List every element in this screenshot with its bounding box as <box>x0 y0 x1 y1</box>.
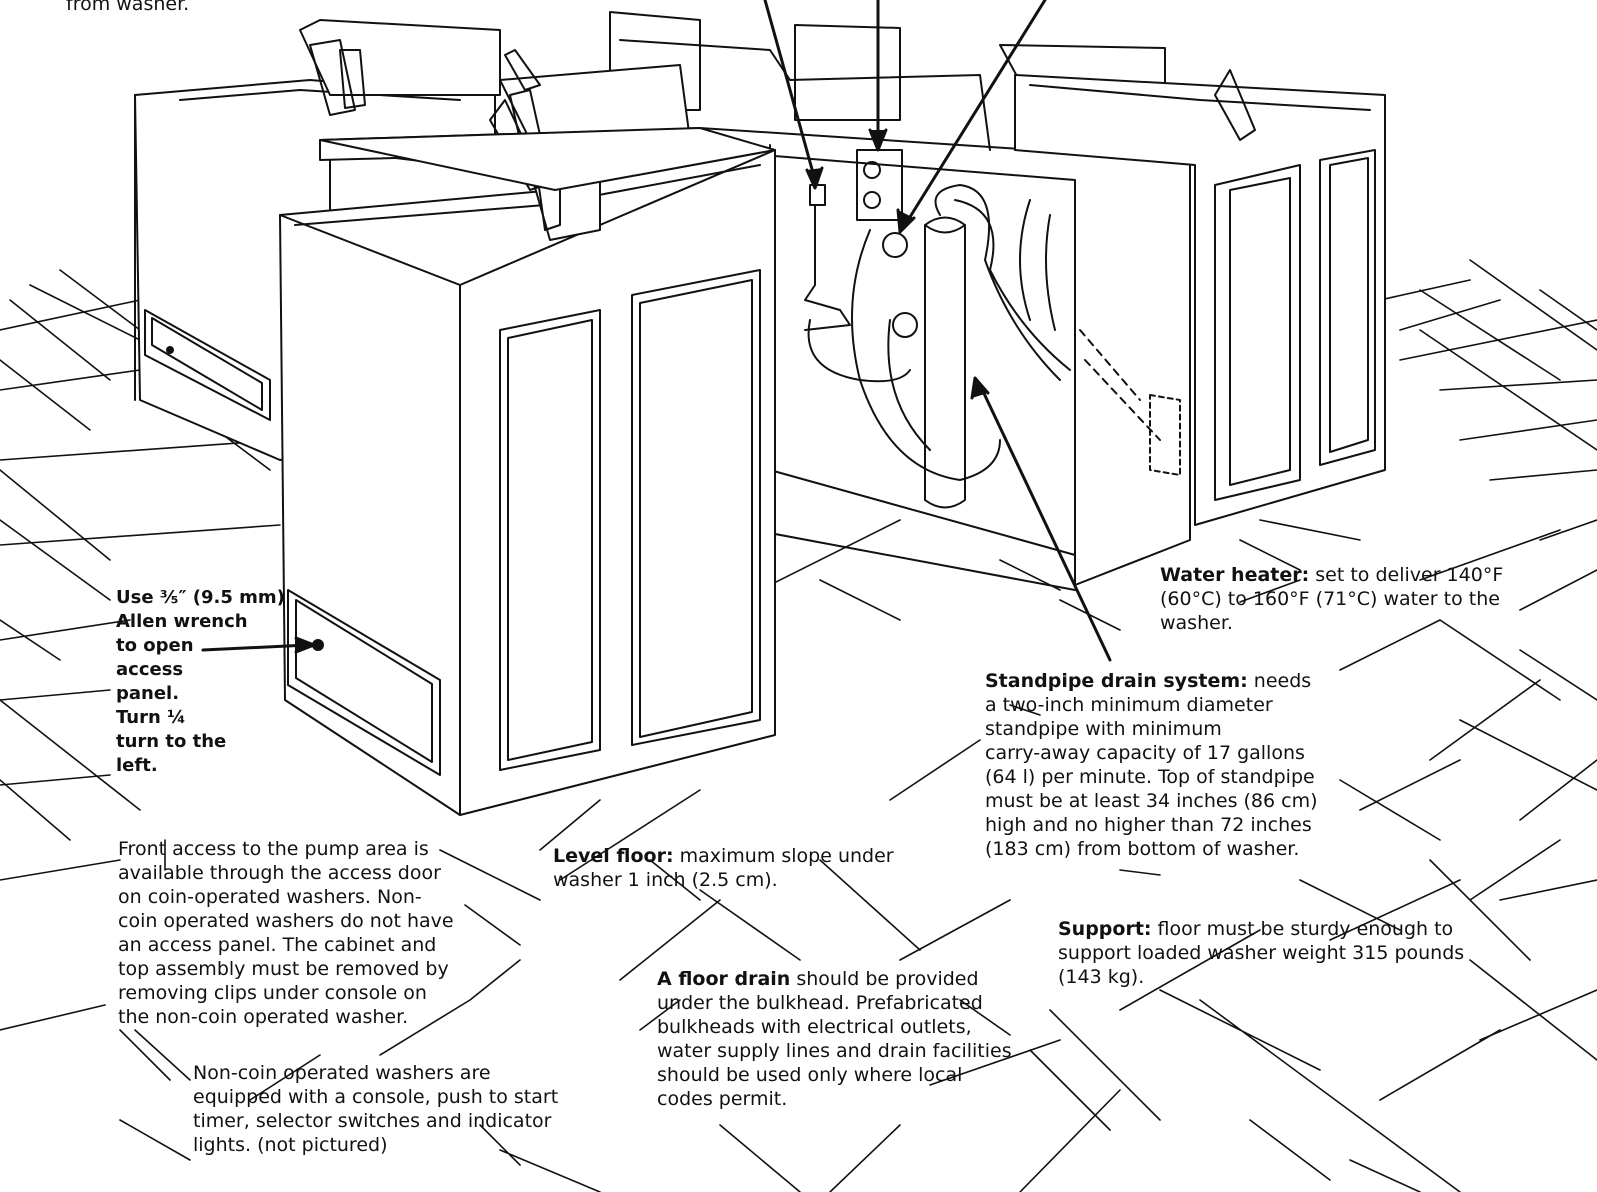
support-text: (143 kg). <box>1058 966 1145 988</box>
standpipe-text: needs <box>1247 670 1312 692</box>
washer-text-fragment: from washer. <box>66 0 190 15</box>
front-access-text: an access panel. The cabinet and <box>118 934 437 956</box>
standpipe-text: must be at least 34 inches (86 cm) <box>985 790 1318 812</box>
support-text: floor must be sturdy enough to <box>1151 918 1454 940</box>
standpipe-text: (64 l) per minute. Top of standpipe <box>985 766 1315 788</box>
standpipe-label: Standpipe drain system: <box>985 670 1248 692</box>
water-heater-text: washer. <box>1160 612 1233 634</box>
allen-line: turn to the <box>116 731 227 752</box>
support-text: support loaded washer weight 315 pounds <box>1058 942 1465 964</box>
back-middle-washer <box>319 127 776 191</box>
standpipe-text: high and no higher than 72 inches <box>985 814 1312 836</box>
support-note: Support: floor must be sturdy enough to … <box>1058 917 1464 989</box>
standpipe-text: standpipe with minimum <box>985 718 1222 740</box>
non-coin-text: equipped with a console, push to start <box>193 1086 559 1108</box>
leader-lines <box>134 579 1301 1081</box>
water-heater-text: (60°C) to 160°F (71°C) water to the <box>1160 588 1500 610</box>
standpipe-text: carry-away capacity of 17 gallons <box>985 742 1305 764</box>
water-heater-text: set to deliver 140°F <box>1309 564 1504 586</box>
floor-drain-note: A floor drain should be provided under t… <box>657 967 1012 1111</box>
allen-line: panel. <box>116 683 180 704</box>
support-label: Support: <box>1058 918 1152 940</box>
level-floor-note: Level floor: maximum slope under washer … <box>553 844 894 892</box>
floor-drain-text: codes permit. <box>657 1088 788 1110</box>
non-coin-text: lights. (not pictured) <box>193 1134 388 1156</box>
standpipe-note: Standpipe drain system: needs a two-inch… <box>985 669 1318 861</box>
allen-wrench-note: Use ⅗″ (9.5 mm) Allen wrench to open acc… <box>116 586 285 778</box>
standpipe-text: a two-inch minimum diameter <box>985 694 1273 716</box>
standpipe-text: (183 cm) from bottom of washer. <box>985 838 1300 860</box>
allen-line: Turn ¼ <box>116 707 186 728</box>
callout-arrows <box>201 0 1112 662</box>
floor-drain-text: under the bulkhead. Prefabricated <box>657 992 983 1014</box>
non-coin-text: timer, selector switches and indicator <box>193 1110 552 1132</box>
floor-tile-grid <box>0 259 1597 1192</box>
plumbing-assembly <box>804 149 1181 509</box>
floor-drain-label: A floor drain <box>657 968 791 990</box>
allen-line: Use ⅗″ (9.5 mm) <box>116 587 285 608</box>
front-access-text: coin operated washers do not have <box>118 910 454 932</box>
allen-line: left. <box>116 755 158 776</box>
water-heater-label: Water heater: <box>1160 564 1310 586</box>
floor-drain-text: bulkheads with electrical outlets, <box>657 1016 972 1038</box>
front-access-text: the non-coin operated washer. <box>118 1006 409 1028</box>
front-access-text: top assembly must be removed by <box>118 958 449 980</box>
level-floor-text: maximum slope under <box>673 845 894 867</box>
level-floor-label: Level floor: <box>553 845 674 867</box>
floor-drain-text: water supply lines and drain facilities <box>657 1040 1012 1062</box>
front-access-text: Front access to the pump area is <box>118 838 429 860</box>
water-heater-note: Water heater: set to deliver 140°F (60°C… <box>1160 563 1503 635</box>
front-access-note: Front access to the pump area is availab… <box>118 837 454 1029</box>
non-coin-text: Non-coin operated washers are <box>193 1062 491 1084</box>
floor-drain-text: should be used only where local <box>657 1064 963 1086</box>
front-access-text: on coin-operated washers. Non- <box>118 886 422 908</box>
allen-line: to open <box>116 635 194 656</box>
front-access-text: available through the access door <box>118 862 441 884</box>
right-washer <box>1014 69 1386 526</box>
front-access-text: removing clips under console on <box>118 982 427 1004</box>
floor-drain-text: should be provided <box>790 968 979 990</box>
allen-line: access <box>116 659 184 680</box>
allen-line: Allen wrench <box>116 611 248 632</box>
level-floor-text: washer 1 inch (2.5 cm). <box>553 869 778 891</box>
non-coin-note: Non-coin operated washers are equipped w… <box>193 1061 558 1157</box>
